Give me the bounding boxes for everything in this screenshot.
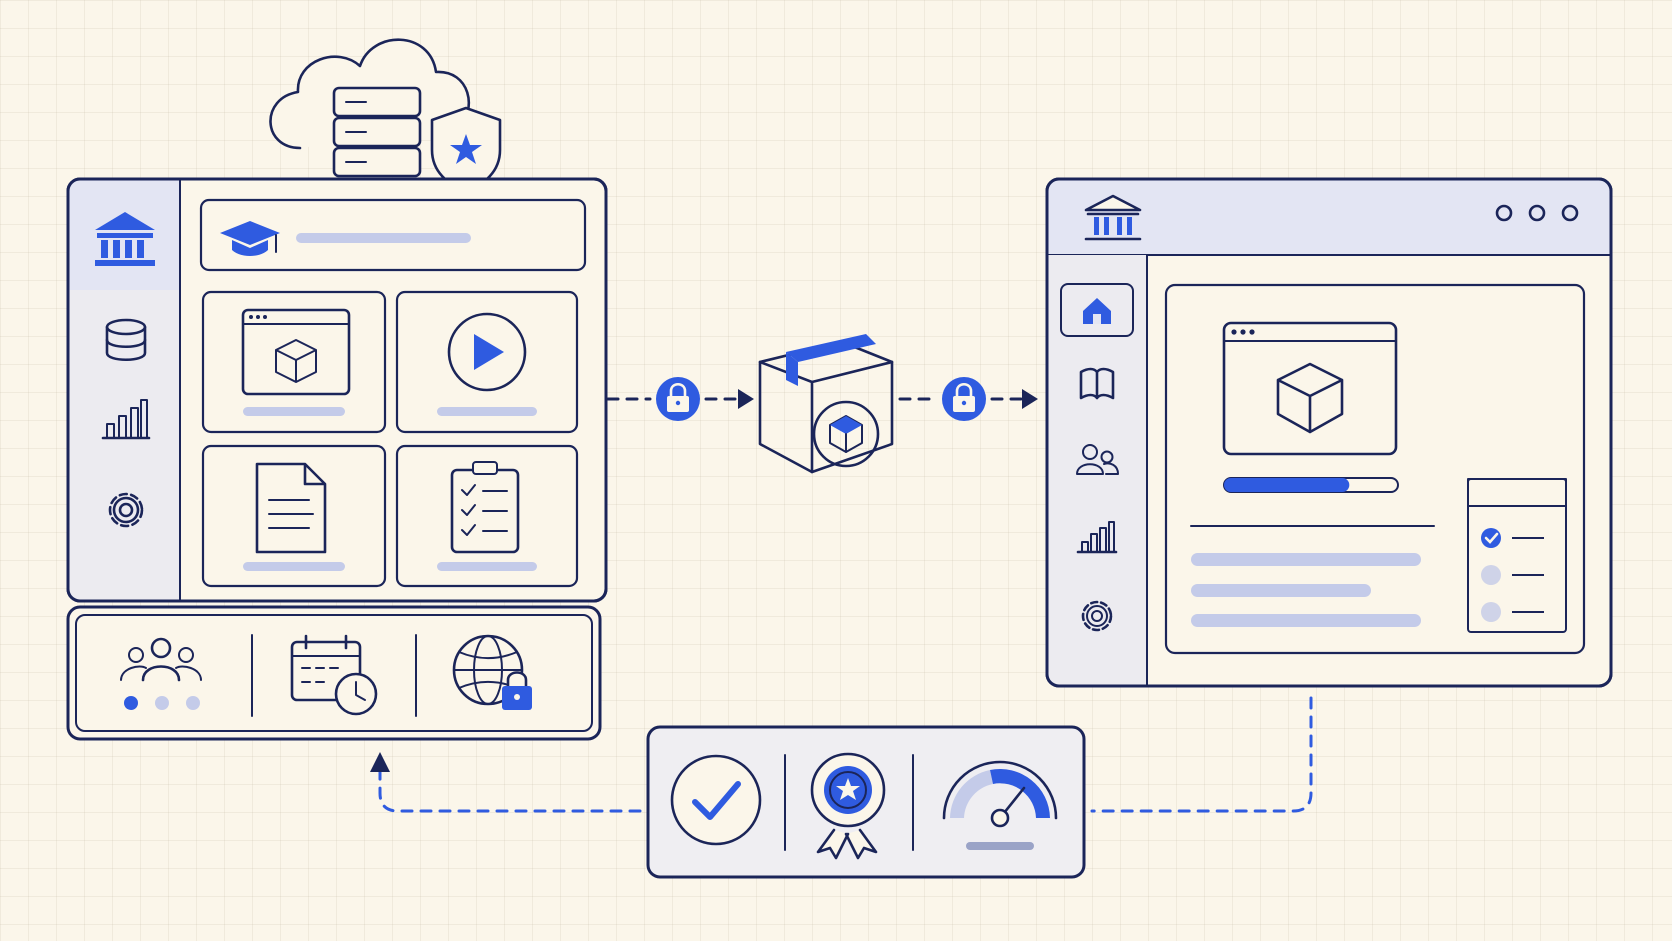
- tile-label-placeholder: [243, 562, 345, 571]
- award-ribbon-icon[interactable]: [810, 752, 886, 860]
- text-line-placeholder: [1191, 584, 1371, 597]
- sidebar-item-home[interactable]: [1060, 283, 1134, 337]
- graduation-cap-icon: [220, 221, 280, 256]
- tile-label-placeholder: [437, 407, 537, 416]
- database-icon[interactable]: [105, 318, 147, 362]
- checklist-item[interactable]: [1481, 602, 1544, 622]
- check-icon: [1484, 532, 1499, 544]
- text-line-placeholder: [1191, 553, 1421, 566]
- speedometer-icon[interactable]: [942, 760, 1058, 850]
- checklist-item[interactable]: [1481, 528, 1544, 548]
- lock-icon: [656, 377, 700, 421]
- browser-package-icon[interactable]: [1222, 321, 1398, 456]
- feedback-panel: [646, 725, 1086, 879]
- return-path: [370, 696, 1313, 813]
- tile-checklist[interactable]: [395, 444, 579, 588]
- left-app-window: [66, 177, 608, 603]
- carousel-dot[interactable]: [155, 696, 169, 710]
- package-box-icon: [758, 334, 894, 474]
- cloud-server-group: [269, 38, 502, 194]
- gear-icon[interactable]: [1081, 600, 1113, 632]
- checkbox-unchecked[interactable]: [1481, 602, 1501, 622]
- calendar-clock-icon[interactable]: [290, 634, 378, 716]
- checklist-card: [1467, 478, 1567, 633]
- course-header-bar[interactable]: [199, 198, 587, 272]
- bar-chart-icon[interactable]: [1076, 521, 1118, 554]
- tile-video[interactable]: [395, 290, 579, 434]
- carousel-dot[interactable]: [186, 696, 200, 710]
- checkbox-checked[interactable]: [1481, 528, 1501, 548]
- browser-package-icon: [241, 308, 351, 396]
- tile-document[interactable]: [201, 444, 387, 588]
- content-card: [1164, 283, 1586, 655]
- server-stack-icon: [332, 86, 422, 178]
- book-icon[interactable]: [1079, 367, 1115, 400]
- document-icon: [255, 462, 327, 554]
- checkbox-unchecked[interactable]: [1481, 565, 1501, 585]
- checklist-item[interactable]: [1481, 565, 1544, 585]
- lock-icon: [942, 377, 986, 421]
- course-title-placeholder: [296, 233, 471, 243]
- home-icon: [1083, 298, 1111, 324]
- tile-label-placeholder: [437, 562, 537, 571]
- play-icon: [447, 312, 527, 392]
- users-icon[interactable]: [1076, 444, 1119, 475]
- tile-label-placeholder: [243, 407, 345, 416]
- window-dots-icon[interactable]: [1495, 204, 1579, 222]
- gear-icon[interactable]: [108, 492, 144, 528]
- institution-icon[interactable]: [95, 212, 155, 266]
- transfer-flow: [606, 334, 1038, 474]
- users-icon[interactable]: [120, 637, 202, 682]
- left-footer-panel: [66, 605, 602, 741]
- text-line-placeholder: [1191, 614, 1421, 627]
- carousel-dot-active[interactable]: [124, 696, 138, 710]
- checklist-icon: [450, 461, 520, 554]
- progress-bar: [1223, 477, 1399, 493]
- right-app-window: [1045, 177, 1613, 688]
- bar-chart-icon[interactable]: [101, 399, 151, 440]
- progress-fill: [1224, 478, 1350, 492]
- tile-browser-package[interactable]: [201, 290, 387, 434]
- institution-icon: [1084, 194, 1142, 241]
- globe-lock-icon[interactable]: [452, 634, 532, 710]
- carousel-dots[interactable]: [124, 696, 200, 710]
- checkmark-circle-icon[interactable]: [670, 754, 762, 846]
